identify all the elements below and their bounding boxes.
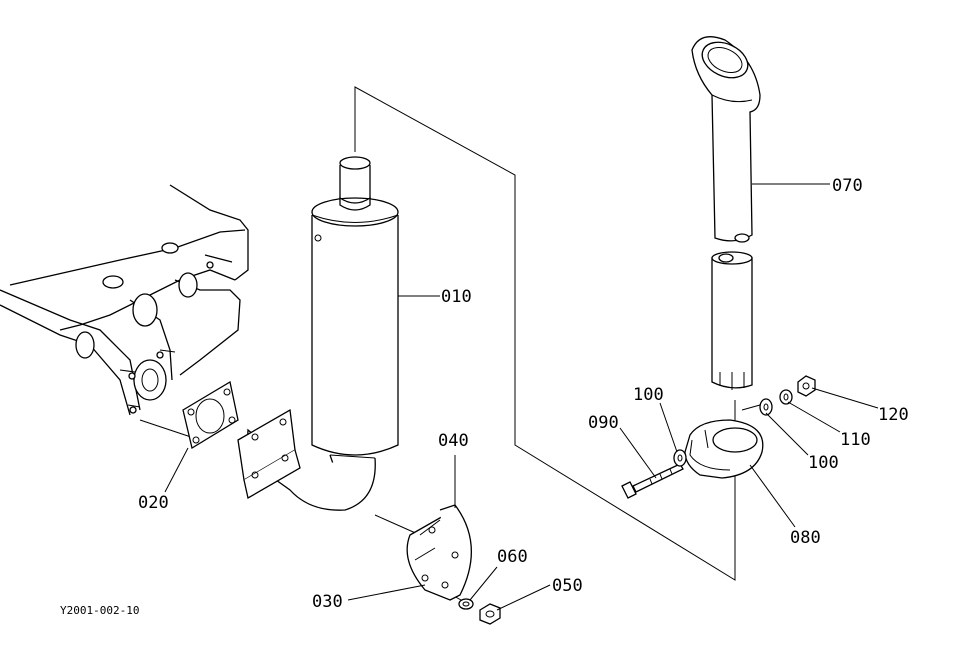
part-050-nut xyxy=(479,603,501,625)
callout-110: 110 xyxy=(840,430,871,450)
callout-100-left: 100 xyxy=(633,385,664,405)
callout-020: 020 xyxy=(138,493,169,513)
part-110-lock-washer xyxy=(779,389,793,405)
part-070-tail-pipe xyxy=(691,36,761,243)
callout-040: 040 xyxy=(438,431,469,451)
callout-080: 080 xyxy=(790,528,821,548)
part-070-tail-pipe-lower xyxy=(711,251,753,390)
part-090-bolt xyxy=(621,463,684,499)
callout-060: 060 xyxy=(497,547,528,567)
callout-120: 120 xyxy=(878,405,909,425)
callout-leaders xyxy=(164,183,879,611)
part-010-muffler xyxy=(237,156,399,511)
callout-100-right: 100 xyxy=(808,453,839,473)
callout-030: 030 xyxy=(312,592,343,612)
callout-050: 050 xyxy=(552,576,583,596)
callout-090: 090 xyxy=(588,413,619,433)
callout-070: 070 xyxy=(832,176,863,196)
part-080-clamp-bracket xyxy=(684,419,764,479)
drawing-code: Y2001-002-10 xyxy=(60,604,139,617)
part-060-washer xyxy=(458,598,474,610)
part-120-nut xyxy=(797,375,816,397)
assembly-guide-lines xyxy=(354,86,736,606)
callout-010: 010 xyxy=(441,287,472,307)
exhaust-manifold xyxy=(0,184,249,441)
part-020-gasket xyxy=(182,380,239,450)
part-100-washer-right xyxy=(759,398,773,416)
part-030-040-clamp xyxy=(406,504,473,601)
part-100-washer-left xyxy=(673,449,687,467)
